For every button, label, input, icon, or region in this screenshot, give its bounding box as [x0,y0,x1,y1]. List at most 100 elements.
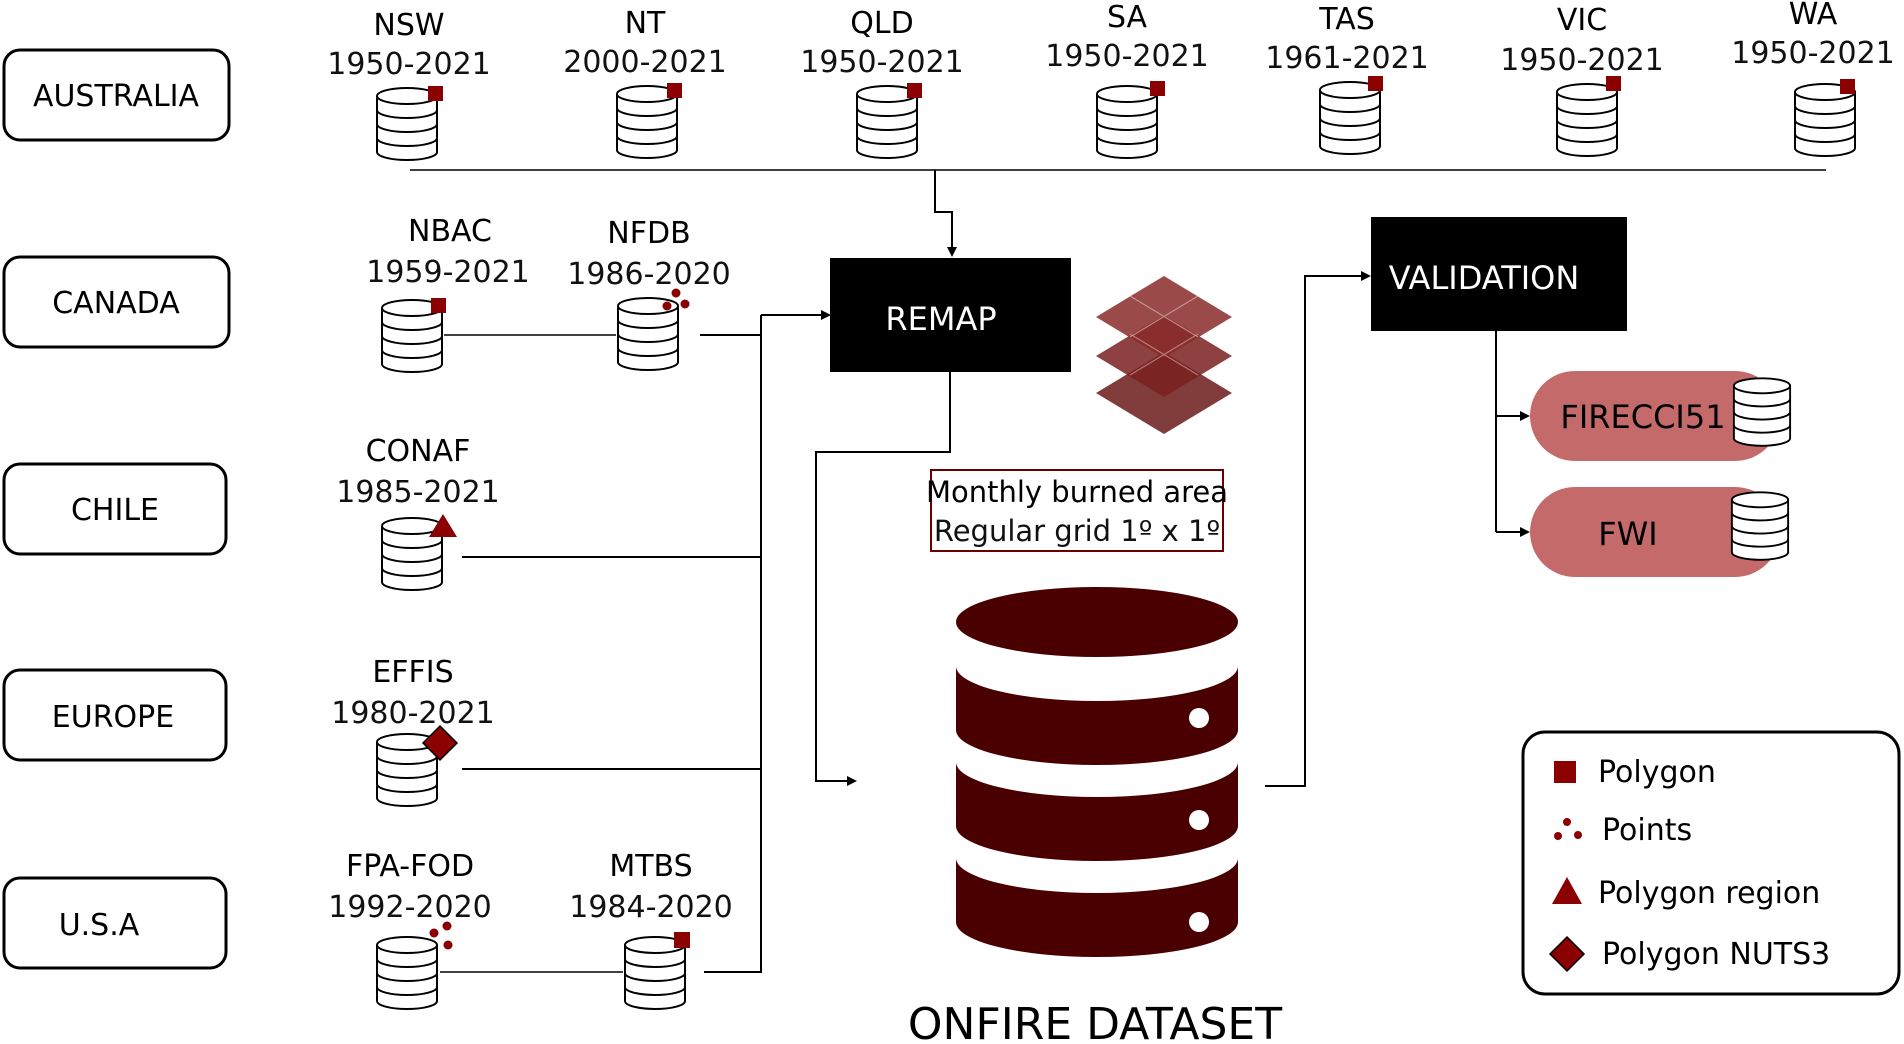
database-icon [381,517,443,591]
remap-to-dataset-arrow [815,372,951,786]
source-name: NFDB [607,216,690,251]
legend-item-polygon-nuts3: Polygon NUTS3 [1548,935,1830,973]
legend-label: Polygon [1598,755,1716,790]
source-years: 1950-2021 [327,47,491,82]
usa-connector [704,315,762,973]
dataset-title: ONFIRE DATASET [908,999,1282,1044]
source-years: 1984-2020 [569,890,733,925]
source-effis: EFFIS 1980-2021 [331,655,495,807]
region-label: U.S.A [59,908,140,943]
legend-label: Polygon NUTS3 [1602,937,1830,972]
polygon-marker-icon [428,86,443,101]
source-nfdb: NFDB 1986-2020 [567,216,731,371]
region-box-chile: CHILE [2,462,228,556]
source-years: 1992-2020 [328,890,492,925]
region-box-australia: AUSTRALIA [2,48,231,142]
polygon-region-marker-icon [429,514,457,537]
source-fpa-fod: FPA-FOD 1992-2020 [328,849,492,1010]
onfire-dataset-icon [956,587,1238,957]
database-icon [376,936,438,1010]
remap-box: REMAP [830,258,1071,372]
legend-item-points: Points [1554,813,1692,848]
source-name: NSW [373,8,444,43]
source-conaf: CONAF 1985-2021 [336,434,500,591]
region-box-usa: U.S.A [2,876,228,970]
polygon-marker-icon [431,298,446,313]
points-marker-icon [662,288,690,311]
source-years: 1950-2021 [1045,39,1209,74]
source-years: 1985-2021 [336,475,500,510]
region-box-canada: CANADA [2,255,231,349]
source-name: NT [625,6,666,41]
fwi-pill: FWI [1530,487,1790,577]
grid-layers-icon [1096,276,1232,434]
polygon-marker-icon [1368,76,1383,91]
source-name: MTBS [609,849,692,884]
source-years: 2000-2021 [563,45,727,80]
polygon-nuts3-legend-icon [1548,935,1586,973]
polygon-marker-icon [1150,81,1165,96]
legend-item-polygon: Polygon [1554,755,1716,790]
fwi-label: FWI [1598,515,1657,553]
source-years: 1950-2021 [1731,36,1895,71]
source-name: EFFIS [372,655,453,690]
firecci51-label: FIRECCI51 [1560,398,1725,436]
australia-to-remap-arrow [934,170,957,257]
source-mtbs: MTBS 1984-2020 [569,849,733,1010]
source-wa: WA 1950-2021 [1731,0,1895,157]
source-years: 1980-2021 [331,696,495,731]
database-icon [1730,491,1790,561]
source-years: 1959-2021 [366,255,530,290]
polygon-marker-icon [1840,79,1855,94]
polygon-nuts3-marker-icon [421,724,459,762]
output-line-1: Monthly burned area [926,475,1228,509]
source-name: VIC [1557,3,1607,38]
polygon-region-legend-icon [1552,877,1582,904]
source-tas: TAS 1961-2021 [1265,2,1429,155]
source-name: CONAF [366,434,471,469]
polygon-marker-icon [907,83,922,98]
source-nsw: NSW 1950-2021 [327,8,491,161]
source-vic: VIC 1950-2021 [1500,3,1664,157]
source-sa: SA 1950-2021 [1045,0,1209,159]
polygon-marker-icon [674,932,690,948]
database-icon [1732,377,1792,447]
region-label: CHILE [71,493,159,528]
region-label: CANADA [52,286,180,321]
region-box-europe: EUROPE [2,668,228,762]
source-name: QLD [850,6,913,41]
source-nt: NT 2000-2021 [563,6,727,159]
source-years: 1961-2021 [1265,41,1429,76]
database-icon [1556,83,1618,157]
legend-label: Points [1602,813,1692,848]
database-icon [1096,85,1158,159]
database-icon [1319,81,1381,155]
database-icon [1794,83,1856,157]
output-description-box: Monthly burned area Regular grid 1º x 1º [926,469,1228,552]
source-years: 1950-2021 [800,45,964,80]
polygon-marker-icon [667,83,682,98]
polygon-legend-icon [1554,761,1576,783]
source-name: WA [1789,0,1838,32]
dataset-to-validation-arrow [1265,271,1371,787]
validation-box: VALIDATION [1371,217,1627,331]
validation-label: VALIDATION [1389,259,1580,297]
points-legend-icon [1554,818,1582,840]
legend-label: Polygon region [1598,876,1820,911]
legend: Polygon Points Polygon region Polygon NU… [1521,730,1901,996]
remap-label: REMAP [885,300,996,338]
source-name: NBAC [408,214,492,249]
source-name: TAS [1318,2,1375,37]
polygon-marker-icon [1606,76,1621,91]
source-name: FPA-FOD [346,849,474,884]
region-label: AUSTRALIA [33,79,200,114]
source-years: 1950-2021 [1500,43,1664,78]
points-marker-icon [429,921,453,950]
region-label: EUROPE [52,700,174,735]
source-name: SA [1107,0,1148,35]
firecci51-pill: FIRECCI51 [1530,371,1792,461]
legend-item-polygon-region: Polygon region [1552,876,1820,911]
source-years: 1986-2020 [567,257,731,292]
output-line-2: Regular grid 1º x 1º [934,514,1220,548]
